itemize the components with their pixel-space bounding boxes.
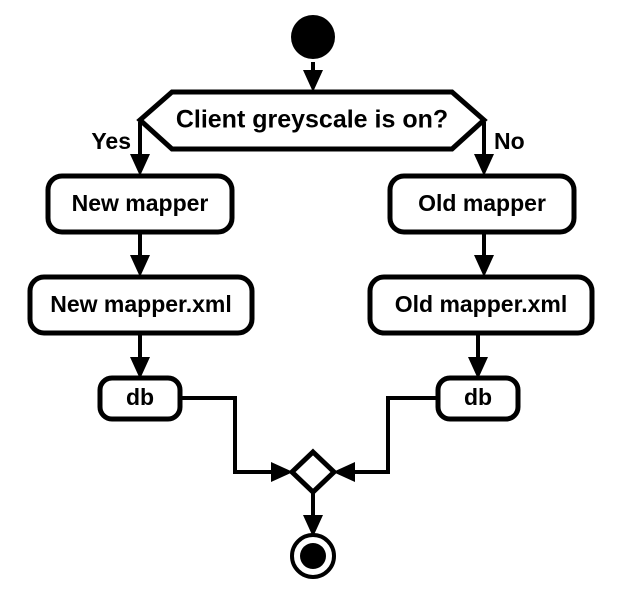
guard-label-no: No — [494, 128, 525, 154]
activity-new-mapper-label: New mapper — [72, 190, 209, 216]
activity-new-mapper-xml-label: New mapper.xml — [50, 291, 232, 317]
activity-new-mapper-xml: New mapper.xml — [27, 274, 255, 336]
edge-old-mapper-to-xml — [474, 232, 494, 277]
activity-old-mapper: Old mapper — [387, 173, 577, 235]
edge-start-to-decision — [303, 62, 323, 92]
edge-decision-to-new-mapper — [130, 122, 150, 176]
edge-merge-to-end — [303, 492, 323, 537]
merge-node — [288, 448, 338, 496]
edge-decision-to-old-mapper — [474, 122, 494, 176]
activity-db-right: db — [435, 375, 521, 422]
final-node — [290, 533, 336, 579]
activity-new-mapper: New mapper — [45, 173, 235, 235]
activity-old-mapper-label: Old mapper — [418, 190, 546, 216]
initial-node — [291, 15, 335, 59]
guard-label-yes: Yes — [91, 128, 131, 154]
edge-new-mapper-to-xml — [130, 232, 150, 277]
edge-db-left-to-merge — [180, 396, 293, 482]
activity-old-mapper-xml: Old mapper.xml — [367, 274, 595, 336]
activity-old-mapper-xml-label: Old mapper.xml — [395, 291, 568, 317]
edge-old-xml-to-db — [468, 332, 488, 379]
edge-db-right-to-merge — [333, 396, 438, 482]
activity-db-left-label: db — [126, 384, 154, 410]
activity-db-left: db — [97, 375, 183, 422]
decision-node: Client greyscale is on? — [136, 89, 488, 152]
decision-node-label: Client greyscale is on? — [176, 106, 448, 134]
edge-new-xml-to-db — [130, 332, 150, 379]
activity-db-right-label: db — [464, 384, 492, 410]
